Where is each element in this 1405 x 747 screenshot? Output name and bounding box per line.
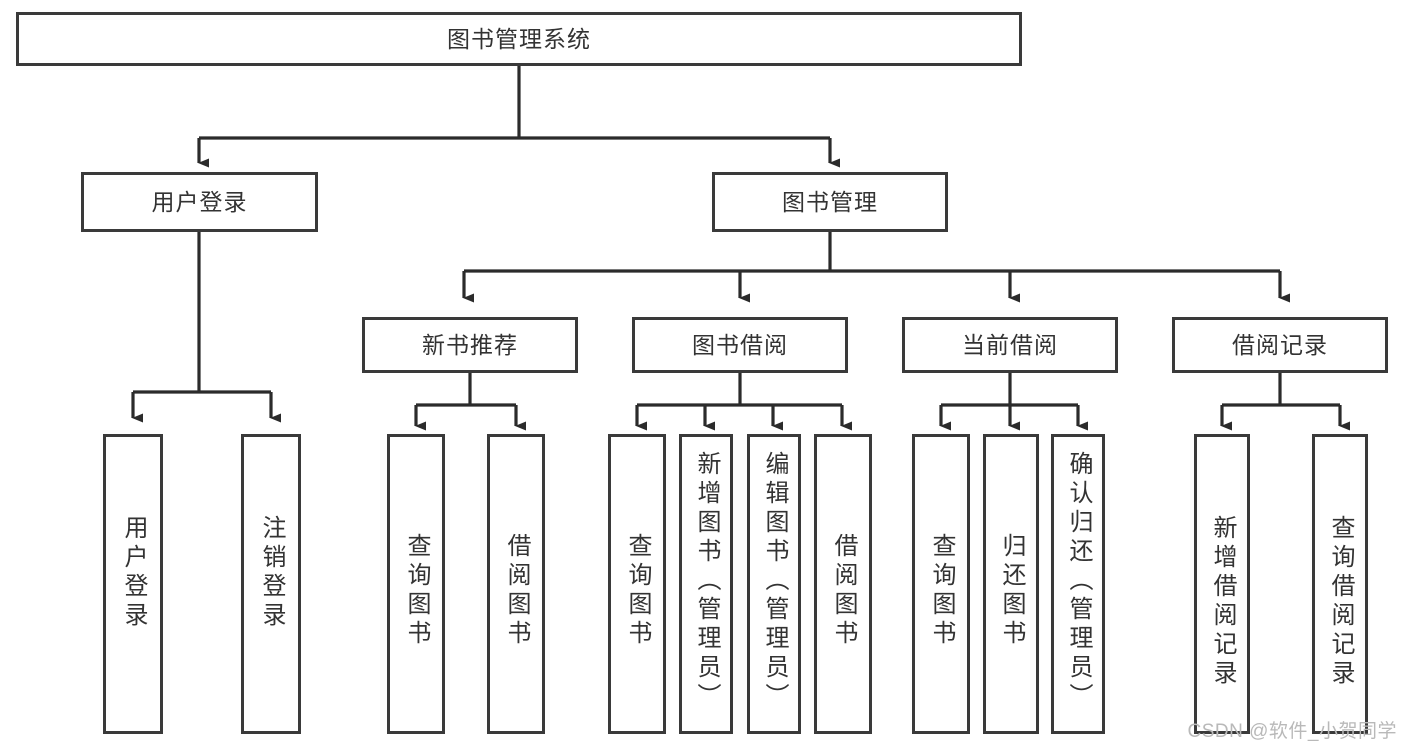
leaf-return-book[interactable]: 归还图书 [983, 434, 1039, 734]
leaf-query-book-borrow-label: 查询图书 [624, 533, 651, 649]
node-root-label: 图书管理系统 [447, 25, 591, 52]
leaf-add-book[interactable]: 新增图书（管理员） [679, 434, 733, 734]
leaf-add-borrow-record[interactable]: 新增借阅记录 [1194, 434, 1250, 734]
leaf-query-book-current[interactable]: 查询图书 [912, 434, 970, 734]
leaf-borrow-book-label: 借阅图书 [830, 533, 857, 649]
watermark-text: CSDN @软件_小贺同学 [1187, 721, 1397, 742]
leaf-query-book-recommend-label: 查询图书 [403, 533, 430, 649]
node-borrow-record[interactable]: 借阅记录 [1172, 317, 1388, 373]
node-book-manage[interactable]: 图书管理 [712, 172, 948, 232]
leaf-edit-book-label: 编辑图书（管理员） [761, 451, 788, 712]
leaf-confirm-return[interactable]: 确认归还（管理员） [1051, 434, 1105, 734]
node-borrow-record-label: 借阅记录 [1232, 331, 1328, 358]
leaf-logout[interactable]: 注销登录 [241, 434, 301, 734]
node-new-book-recommend[interactable]: 新书推荐 [362, 317, 578, 373]
node-user-login[interactable]: 用户登录 [81, 172, 318, 232]
leaf-add-borrow-record-label: 新增借阅记录 [1209, 515, 1236, 689]
leaf-query-borrow-record-label: 查询借阅记录 [1327, 515, 1354, 689]
leaf-query-book-borrow[interactable]: 查询图书 [608, 434, 666, 734]
node-root[interactable]: 图书管理系统 [16, 12, 1022, 66]
leaf-query-book-recommend[interactable]: 查询图书 [387, 434, 445, 734]
leaf-user-login-label: 用户登录 [120, 515, 147, 631]
node-new-book-recommend-label: 新书推荐 [422, 331, 518, 358]
node-book-manage-label: 图书管理 [782, 188, 878, 215]
node-current-borrow-label: 当前借阅 [962, 331, 1058, 358]
node-current-borrow[interactable]: 当前借阅 [902, 317, 1118, 373]
leaf-query-book-current-label: 查询图书 [928, 533, 955, 649]
leaf-query-borrow-record[interactable]: 查询借阅记录 [1312, 434, 1368, 734]
leaf-add-book-label: 新增图书（管理员） [693, 451, 720, 712]
leaf-confirm-return-label: 确认归还（管理员） [1065, 451, 1092, 712]
leaf-user-login[interactable]: 用户登录 [103, 434, 163, 734]
leaf-borrow-book-recommend-label: 借阅图书 [503, 533, 530, 649]
node-book-borrow[interactable]: 图书借阅 [632, 317, 848, 373]
leaf-return-book-label: 归还图书 [998, 533, 1025, 649]
leaf-logout-label: 注销登录 [258, 515, 285, 631]
leaf-edit-book[interactable]: 编辑图书（管理员） [747, 434, 801, 734]
leaf-borrow-book[interactable]: 借阅图书 [814, 434, 872, 734]
node-user-login-label: 用户登录 [151, 188, 248, 215]
leaf-borrow-book-recommend[interactable]: 借阅图书 [487, 434, 545, 734]
node-book-borrow-label: 图书借阅 [692, 331, 788, 358]
